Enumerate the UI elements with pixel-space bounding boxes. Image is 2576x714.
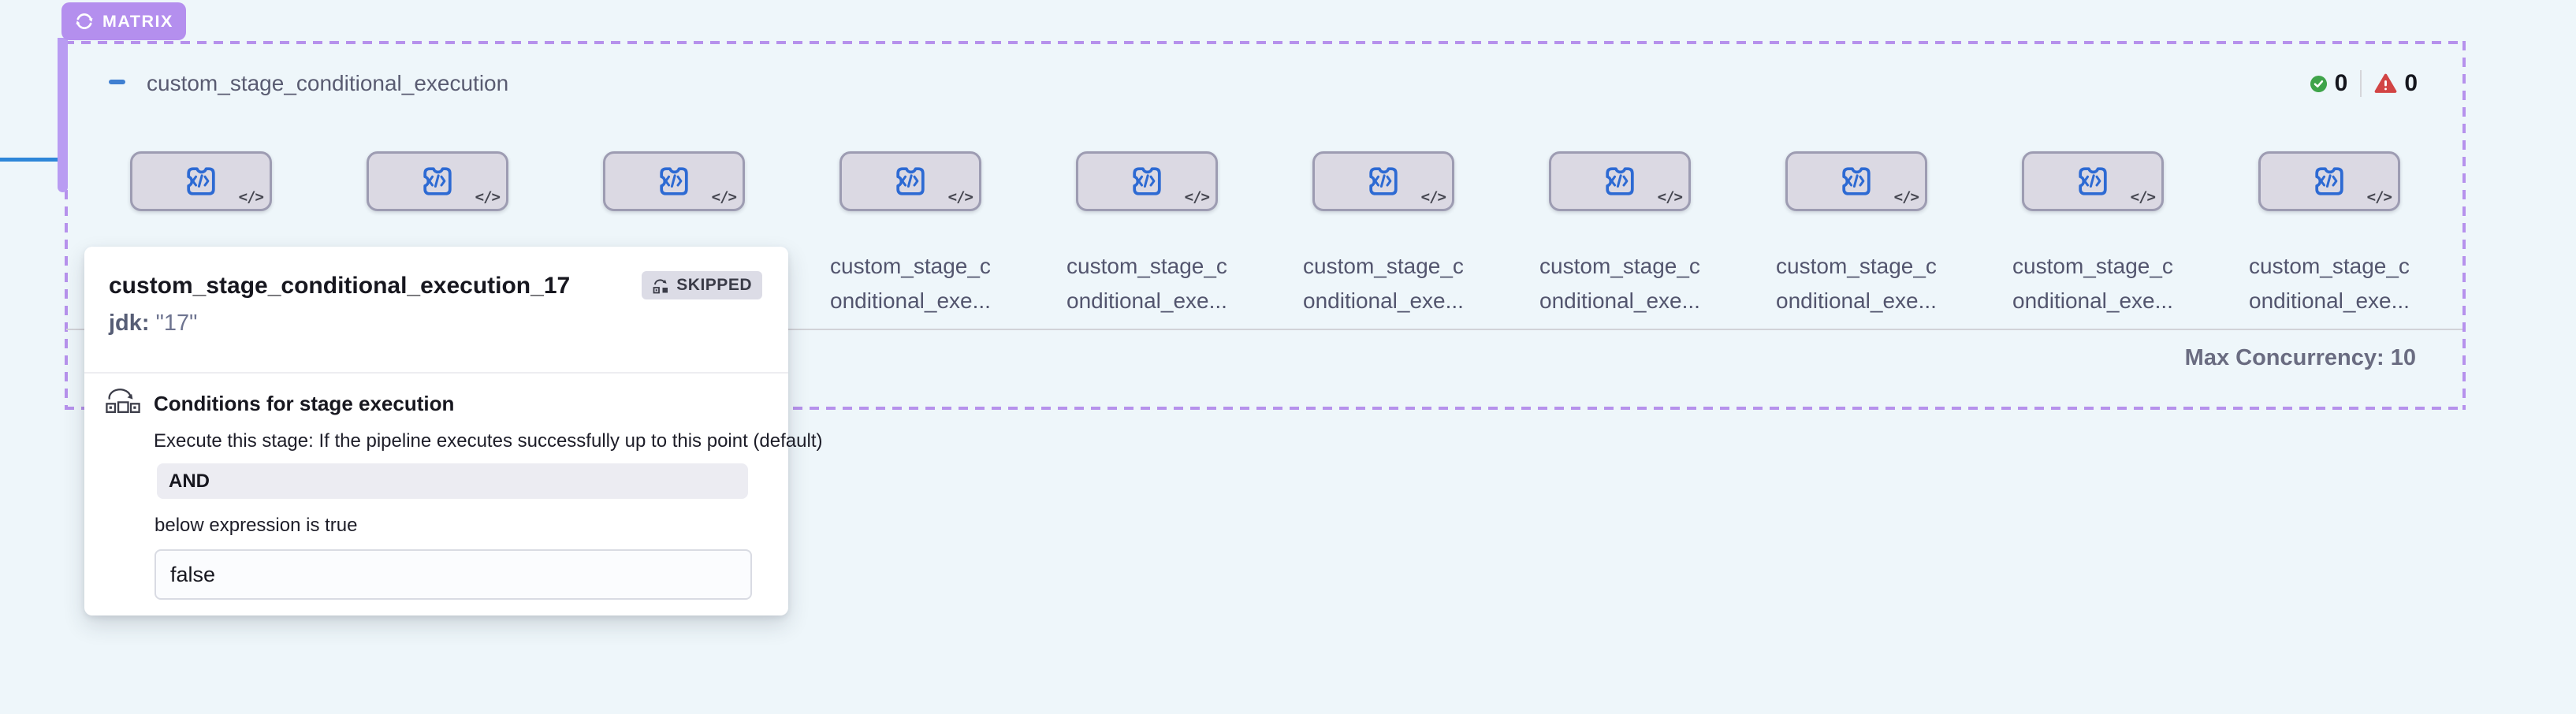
conditions-description: Execute this stage: If the pipeline exec… bbox=[154, 430, 823, 452]
status-badge: SKIPPED bbox=[642, 271, 762, 299]
status-badge-label: SKIPPED bbox=[676, 276, 752, 294]
code-glyph: </> bbox=[2130, 188, 2156, 206]
group-footer-divider bbox=[66, 329, 2462, 330]
code-glyph: </> bbox=[1893, 188, 1919, 206]
warning-icon bbox=[2374, 73, 2397, 95]
matrix-key: jdk: bbox=[109, 311, 150, 336]
stage-node: </> custom_stage_c onditional_exe... bbox=[121, 151, 281, 313]
pipeline-connector-line bbox=[0, 158, 62, 162]
custom-stage-icon bbox=[892, 163, 929, 199]
code-glyph: </> bbox=[947, 188, 973, 206]
matrix-badge-stem bbox=[58, 38, 68, 192]
custom-stage-icon bbox=[1838, 163, 1874, 199]
conditional-execution-icon bbox=[106, 388, 140, 414]
matrix-badge[interactable]: MATRIX bbox=[61, 2, 186, 40]
code-glyph: </> bbox=[711, 188, 737, 206]
operator-pill: AND bbox=[157, 463, 748, 499]
matrix-value: "17" bbox=[155, 311, 198, 336]
stage-label: custom_stage_c onditional_exe... bbox=[830, 254, 991, 313]
stage-node: </> custom_stage_c onditional_exe... bbox=[2012, 151, 2173, 313]
custom-stage-icon bbox=[1602, 163, 1638, 199]
stage-card[interactable]: </> bbox=[130, 151, 272, 211]
matrix-value-line: jdk: "17" bbox=[109, 311, 197, 337]
stage-node: </> custom_stage_c onditional_exe... bbox=[2249, 151, 2410, 313]
stage-card[interactable]: </> bbox=[2258, 151, 2400, 211]
stage-node: </> custom_stage_c onditional_exe... bbox=[1539, 151, 1700, 313]
code-glyph: </> bbox=[238, 188, 264, 206]
custom-stage-icon bbox=[656, 163, 692, 199]
stage-node: </> custom_stage_c onditional_exe... bbox=[1067, 151, 1227, 313]
code-glyph: </> bbox=[475, 188, 501, 206]
stage-group-title: custom_stage_conditional_execution bbox=[147, 71, 509, 95]
custom-stage-icon bbox=[183, 163, 219, 199]
stage-card[interactable]: </> bbox=[2022, 151, 2164, 211]
popover-stage-title: custom_stage_conditional_execution_17 bbox=[109, 273, 571, 299]
custom-stage-icon bbox=[1365, 163, 1402, 199]
code-glyph: </> bbox=[2366, 188, 2392, 206]
custom-stage-icon bbox=[2311, 163, 2347, 199]
stage-node: </> custom_stage_c onditional_exe... bbox=[594, 151, 754, 313]
loop-icon bbox=[74, 11, 95, 32]
stage-card[interactable]: </> bbox=[1785, 151, 1927, 211]
code-glyph: </> bbox=[1184, 188, 1210, 206]
stage-card[interactable]: </> bbox=[1076, 151, 1218, 211]
stage-card[interactable]: </> bbox=[839, 151, 981, 211]
success-count: 0 bbox=[2334, 70, 2348, 96]
stage-card[interactable]: </> bbox=[1312, 151, 1454, 211]
popover-divider bbox=[84, 372, 788, 374]
stage-card[interactable]: </> bbox=[367, 151, 508, 211]
expression-value-field[interactable]: false bbox=[154, 549, 752, 600]
stage-node: </> custom_stage_c onditional_exe... bbox=[830, 151, 991, 313]
stage-node: </> custom_stage_c onditional_exe... bbox=[357, 151, 518, 313]
stage-label: custom_stage_c onditional_exe... bbox=[1539, 254, 1700, 313]
skipped-icon bbox=[652, 276, 671, 295]
stage-label: custom_stage_c onditional_exe... bbox=[1776, 254, 1937, 313]
stage-label: custom_stage_c onditional_exe... bbox=[1067, 254, 1227, 313]
stage-card[interactable]: </> bbox=[603, 151, 745, 211]
matrix-container-border-bottom bbox=[65, 407, 2466, 410]
matrix-container-border-left bbox=[65, 41, 68, 410]
matrix-badge-label: MATRIX bbox=[102, 11, 173, 31]
custom-stage-icon bbox=[2075, 163, 2111, 199]
stage-details-popover: custom_stage_conditional_execution_17 SK… bbox=[84, 247, 822, 615]
stage-card[interactable]: </> bbox=[1549, 151, 1691, 211]
conditions-heading: Conditions for stage execution bbox=[154, 392, 455, 415]
stage-node: </> custom_stage_c onditional_exe... bbox=[1776, 151, 1937, 313]
status-counts: 0 0 bbox=[2310, 66, 2418, 101]
stage-node: </> custom_stage_c onditional_exe... bbox=[1303, 151, 1464, 313]
matrix-container-border-top bbox=[65, 41, 2466, 44]
custom-stage-icon bbox=[1129, 163, 1165, 199]
success-icon bbox=[2310, 75, 2328, 93]
code-glyph: </> bbox=[1420, 188, 1446, 206]
stage-label: custom_stage_c onditional_exe... bbox=[2012, 254, 2173, 313]
counts-divider bbox=[2360, 70, 2362, 97]
custom-stage-icon bbox=[419, 163, 456, 199]
code-glyph: </> bbox=[1657, 188, 1683, 206]
matrix-container-border-right bbox=[2462, 41, 2466, 410]
stage-label: custom_stage_c onditional_exe... bbox=[2249, 254, 2410, 313]
expression-note: below expression is true bbox=[154, 515, 358, 536]
collapse-group-button[interactable] bbox=[109, 80, 125, 84]
error-count: 0 bbox=[2404, 70, 2418, 96]
max-concurrency-label: Max Concurrency: 10 bbox=[2184, 345, 2416, 370]
stage-label: custom_stage_c onditional_exe... bbox=[1303, 254, 1464, 313]
